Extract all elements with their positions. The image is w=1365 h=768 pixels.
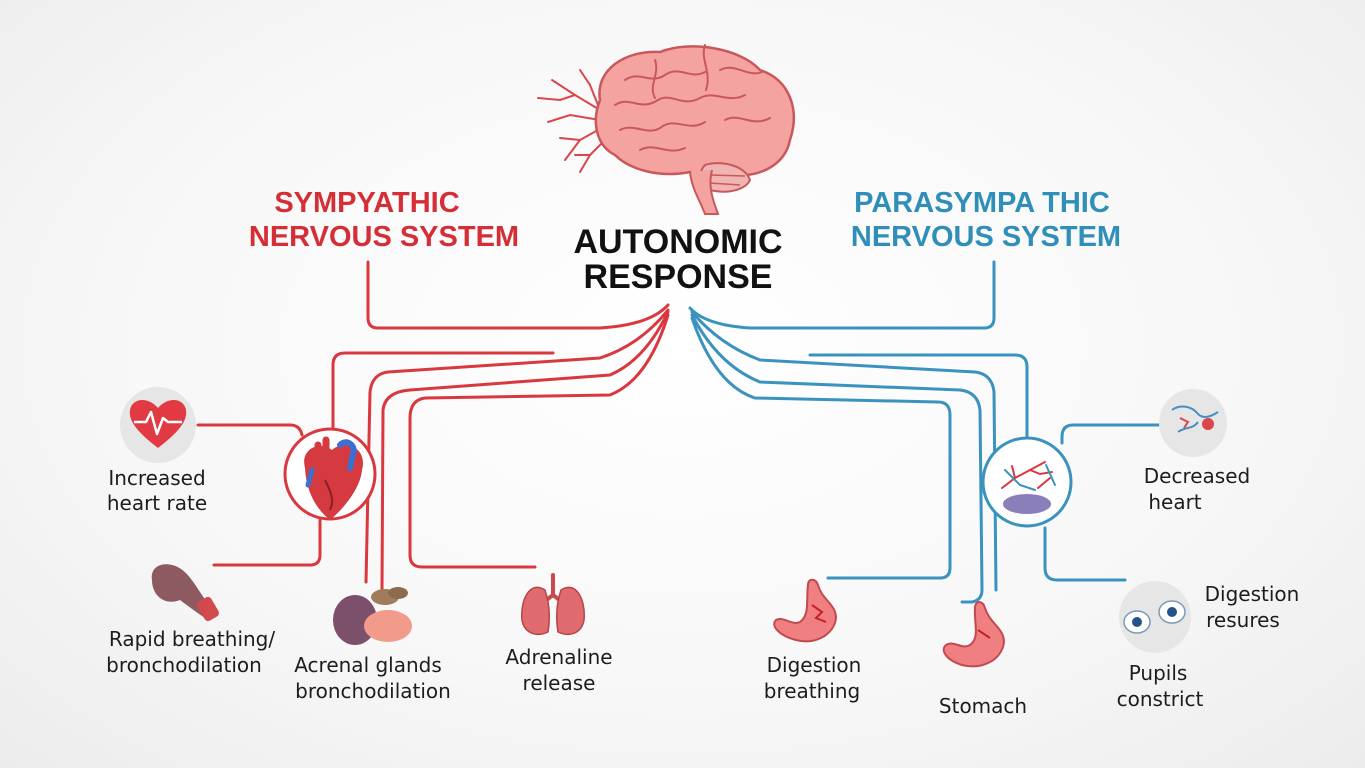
adrenal-gland-icon	[333, 587, 412, 645]
lungs-icon	[521, 573, 585, 636]
parasympathetic-connectors	[688, 260, 1167, 604]
sympathetic-connectors	[196, 260, 670, 592]
blood-vessels-icon	[981, 436, 1073, 528]
sym-item-3-label-line2: bronchodilation	[295, 679, 451, 703]
para-item-2-label-line2: resures	[1206, 608, 1280, 632]
sym-item-1-label-line1: Increased	[108, 466, 205, 490]
sym-item-2-label-line1: Rapid breathing/	[109, 627, 276, 651]
parasympathetic-title-line2: NERVOUS SYSTEM	[851, 221, 1121, 253]
sympathetic-title-line1: SYMPYATHIC	[274, 187, 459, 219]
sym-item-3-label-line1: Acrenal glands	[294, 653, 442, 677]
para-item-5-label-line1: Digestion	[767, 653, 862, 677]
vessel-cluster-icon	[1159, 389, 1227, 457]
sym-item-4-label-line2: release	[523, 671, 596, 695]
para-item-2-label-line1: Digestion	[1205, 582, 1300, 606]
anatomical-heart-icon	[283, 427, 377, 521]
brain-icon	[537, 44, 795, 215]
eyes-icon	[1119, 581, 1191, 653]
center-title-line2: RESPONSE	[584, 258, 773, 296]
para-item-3-label-line1: Pupils	[1129, 661, 1188, 685]
heart-pulse-icon	[120, 387, 196, 463]
bronchi-icon	[151, 564, 219, 622]
para-item-1-label-line2: heart	[1148, 490, 1201, 514]
para-item-1-label-line1: Decreased	[1144, 464, 1250, 488]
para-item-4-label-line1: Stomach	[939, 694, 1027, 718]
sym-item-2-label-line2: bronchodilation	[106, 653, 262, 677]
sympathetic-title-line2: NERVOUS SYSTEM	[249, 221, 519, 253]
para-item-3-label-line2: constrict	[1117, 687, 1204, 711]
sym-item-1-label-line2: heart rate	[107, 491, 207, 515]
center-title-line1: AUTONOMIC	[573, 223, 782, 261]
sym-item-4-label-line1: Adrenaline	[505, 645, 612, 669]
stomach-icon	[942, 601, 1006, 668]
parasympathetic-title-line1: PARASYMPA THIC	[854, 187, 1110, 219]
para-item-5-label-line2: breathing	[764, 679, 860, 703]
stomach-icon	[773, 578, 838, 643]
